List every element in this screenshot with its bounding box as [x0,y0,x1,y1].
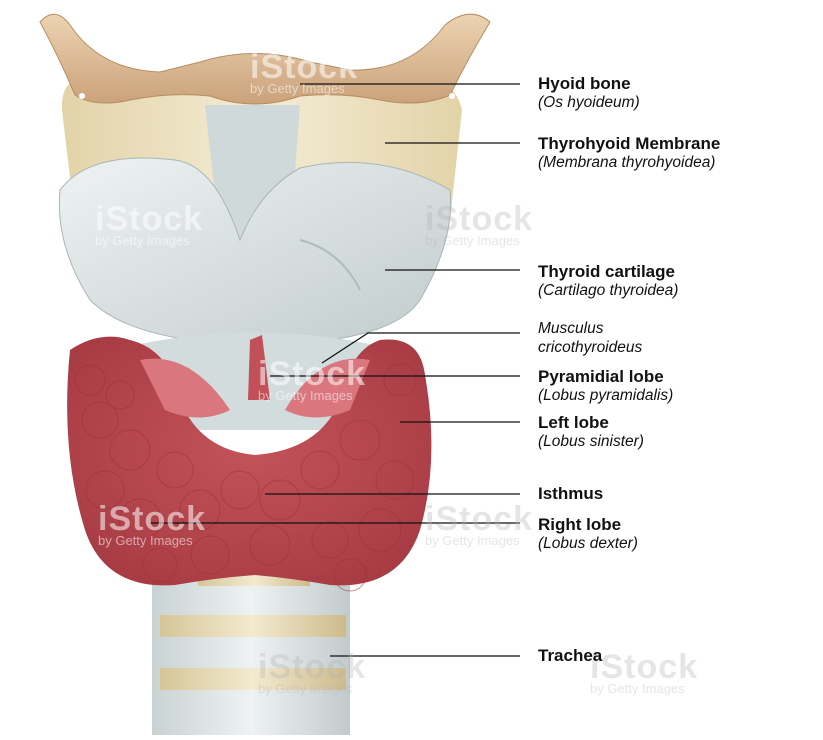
bone-foramen [449,93,455,99]
thyroid-gland [67,335,431,591]
label-right-lobe: Right lobe (Lobus dexter) [538,515,638,554]
bone-foramen [79,93,85,99]
label-latin: (Cartilago thyroidea) [538,282,678,301]
trachea-ring [160,668,346,690]
trachea [152,560,350,735]
label-latin: (Lobus sinister) [538,433,644,452]
label-line1: Musculus [538,320,642,339]
label-name: Thyroid cartilage [538,262,678,282]
label-line2: cricothyroideus [538,339,642,358]
label-name: Trachea [538,646,602,666]
label-hyoid-bone: Hyoid bone (Os hyoideum) [538,74,640,113]
label-left-lobe: Left lobe (Lobus sinister) [538,413,644,452]
label-latin: (Lobus pyramidalis) [538,387,673,406]
label-latin: (Os hyoideum) [538,94,640,113]
label-name: Isthmus [538,484,603,504]
label-name: Right lobe [538,515,638,535]
label-trachea: Trachea [538,646,602,666]
label-isthmus: Isthmus [538,484,603,504]
label-thyrohyoid-membrane: Thyrohyoid Membrane (Membrana thyrohyoid… [538,134,720,173]
label-name: Left lobe [538,413,644,433]
label-name: Pyramidial lobe [538,367,673,387]
hyoid-bone [40,14,490,104]
label-name: Thyrohyoid Membrane [538,134,720,154]
label-name: Hyoid bone [538,74,640,94]
trachea-ring [160,615,346,637]
label-latin: (Membrana thyrohyoidea) [538,154,720,173]
label-pyramidal-lobe: Pyramidial lobe (Lobus pyramidalis) [538,367,673,406]
label-thyroid-cartilage: Thyroid cartilage (Cartilago thyroidea) [538,262,678,301]
label-latin: (Lobus dexter) [538,535,638,554]
label-cricothyroid-muscle: Musculus cricothyroideus [538,320,642,357]
